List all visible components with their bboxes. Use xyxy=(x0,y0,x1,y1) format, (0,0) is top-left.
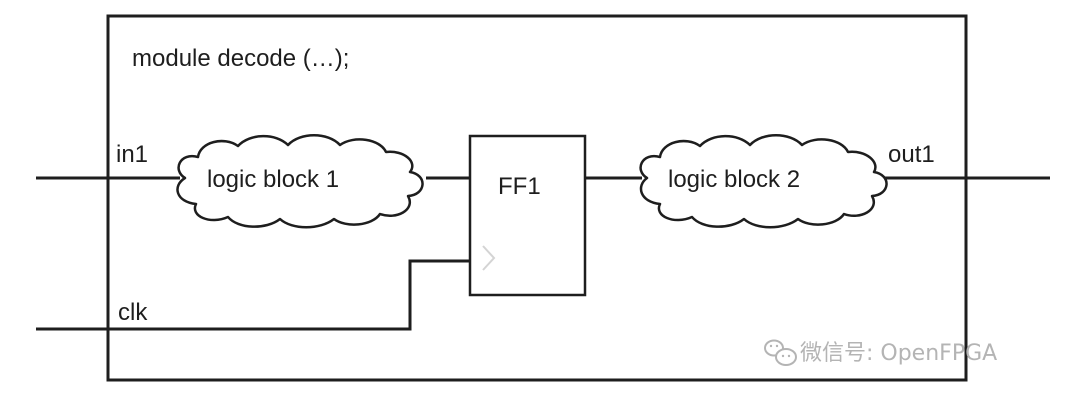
module-title: module decode (…); xyxy=(132,45,349,72)
clk-wire xyxy=(36,259,470,331)
port-label-clk: clk xyxy=(118,299,148,326)
ff1-box xyxy=(468,134,587,297)
port-label-out1: out1 xyxy=(888,141,935,168)
logic-block-1-label: logic block 1 xyxy=(207,166,339,193)
module-boundary xyxy=(106,14,968,382)
logic-block-2-cloud xyxy=(639,134,888,229)
wechat-icon xyxy=(764,339,797,366)
logic-block-1-cloud xyxy=(176,134,424,229)
logic-block-2-label: logic block 2 xyxy=(668,166,800,193)
ff1-label: FF1 xyxy=(498,173,541,200)
clock-input-triangle xyxy=(482,245,496,271)
watermark-text: 微信号: OpenFPGA xyxy=(800,341,997,366)
port-label-in1: in1 xyxy=(116,141,148,168)
